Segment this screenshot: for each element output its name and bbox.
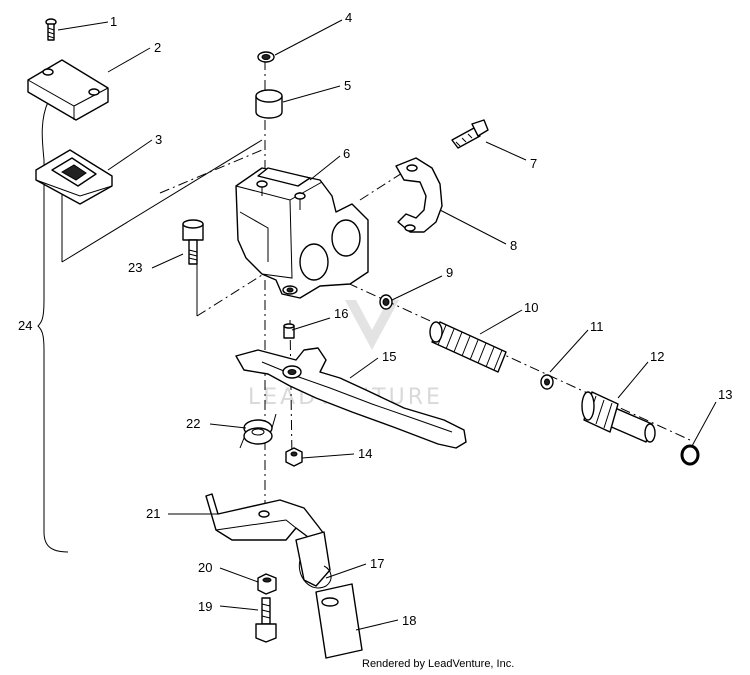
- part-5-bushing: [255, 89, 283, 119]
- callout-22: 22: [186, 416, 200, 431]
- callout-18: 18: [402, 613, 416, 628]
- part-17-brake-switch: [295, 531, 332, 589]
- part-20-nut: [257, 573, 277, 595]
- part-22-torsion-spring: [239, 413, 277, 449]
- callout-7: 7: [530, 156, 537, 171]
- part-13-seal: [680, 444, 700, 466]
- watermark-logo-mark: [345, 300, 399, 350]
- callout-6: 6: [343, 146, 350, 161]
- part-10-spring: [429, 321, 507, 373]
- part-19-screw: [255, 597, 277, 643]
- assembly-lines: [37, 60, 691, 553]
- callout-19: 19: [198, 599, 212, 614]
- part-6-master-cylinder: [235, 167, 369, 299]
- leader-lines: [57, 19, 717, 631]
- part-1-screw: [45, 18, 57, 41]
- callout-23: 23: [128, 260, 142, 275]
- callout-8: 8: [510, 238, 517, 253]
- part-2-reservoir-cover: [27, 59, 109, 121]
- part-18-tag: [315, 583, 363, 659]
- part-4-washer: [257, 51, 275, 63]
- callout-14: 14: [358, 446, 372, 461]
- part-7-clamp-screw: [451, 119, 489, 149]
- part-16-spacer: [283, 323, 295, 339]
- callout-17: 17: [370, 556, 384, 571]
- part-8-handlebar-clamp: [395, 157, 443, 233]
- part-11-washer: [540, 374, 554, 390]
- callout-15: 15: [382, 349, 396, 364]
- callout-13: 13: [718, 387, 732, 402]
- callout-24: 24: [18, 318, 32, 333]
- part-23-pivot-bolt: [182, 219, 204, 265]
- callout-1: 1: [110, 14, 117, 29]
- callout-2: 2: [154, 40, 161, 55]
- part-12-piston: [581, 391, 656, 443]
- callout-5: 5: [344, 78, 351, 93]
- callout-labels: 1 2 3 4 5 6 7 8 9 10 11 12 13 14 15 16 1…: [18, 10, 732, 628]
- callout-16: 16: [334, 306, 348, 321]
- part-15-brake-lever: [235, 347, 467, 449]
- callout-10: 10: [524, 300, 538, 315]
- part-3-diaphragm: [35, 149, 113, 205]
- callout-4: 4: [345, 10, 352, 25]
- callout-9: 9: [446, 265, 453, 280]
- callout-21: 21: [146, 506, 160, 521]
- callout-12: 12: [650, 349, 664, 364]
- callout-20: 20: [198, 560, 212, 575]
- credit-text: Rendered by LeadVenture, Inc.: [362, 658, 514, 670]
- part-9-washer: [379, 294, 393, 310]
- part-14-nut: [285, 447, 303, 467]
- callout-3: 3: [155, 132, 162, 147]
- callout-11: 11: [590, 319, 604, 334]
